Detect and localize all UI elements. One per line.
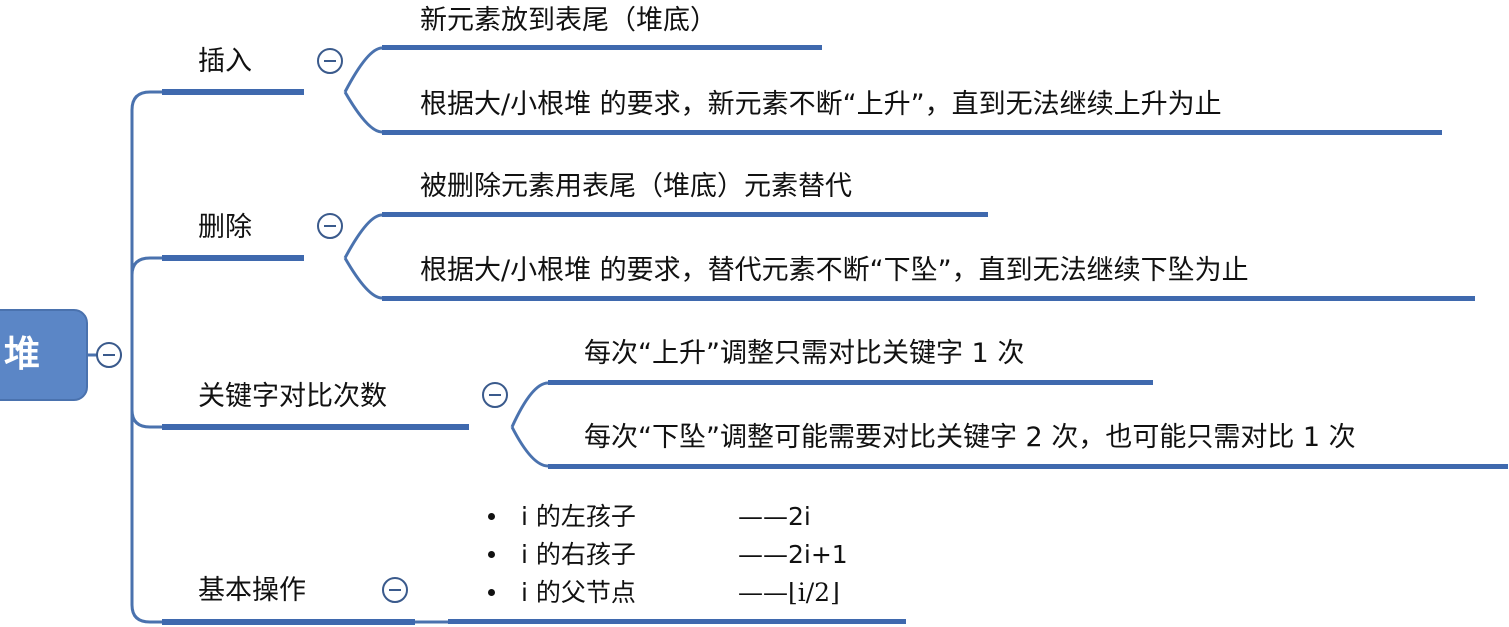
bullet-text: i 的左孩子 [521,502,636,531]
bullet-dot-icon [488,512,495,520]
bullet-formula: ——2i+1 [738,540,848,569]
branch-delete-collapse-minus-circle-icon[interactable] [317,213,343,239]
basic-ops-bullet-left-child: i 的左孩子 ——2i [488,502,811,532]
branch-basic-ops-collapse-minus-circle-icon[interactable] [382,577,408,603]
bullet-formula: ——2i [738,502,811,531]
compare-count-leaf-2: 每次“下坠”调整可能需要对比关键字 2 次，也可能只需对比 1 次 [584,422,1356,453]
delete-leaf-2: 根据大/小根堆 的要求，替代元素不断“下坠”，直到无法继续下坠为止 [420,255,1249,286]
root-node[interactable] [0,309,88,401]
branch-compare-count-label: 关键字对比次数 [198,381,387,412]
branch-delete-label: 删除 [198,212,252,243]
compare-count-leaf-1: 每次“上升”调整只需对比关键字 1 次 [584,338,1025,369]
root-label: 堆 [4,334,41,375]
root-collapse-minus-circle-icon[interactable] [96,342,122,368]
insert-leaf-1: 新元素放到表尾（堆底） [420,5,717,36]
basic-ops-bullet-parent: i 的父节点 ——⌊i/2⌋ [488,578,840,608]
basic-ops-bullet-right-child: i 的右孩子 ——2i+1 [488,540,848,570]
bullet-dot-icon [488,550,495,558]
branch-insert-collapse-minus-circle-icon[interactable] [317,48,343,74]
delete-leaf-1: 被删除元素用表尾（堆底）元素替代 [420,171,852,202]
branch-compare-count-collapse-minus-circle-icon[interactable] [482,382,508,408]
bullet-text: i 的右孩子 [521,540,636,569]
bullet-dot-icon [488,588,495,596]
insert-leaf-2: 根据大/小根堆 的要求，新元素不断“上升”，直到无法继续上升为止 [420,89,1222,120]
bullet-text: i 的父节点 [521,578,636,607]
bullet-formula: ——⌊i/2⌋ [738,578,840,607]
branch-basic-ops-label: 基本操作 [198,575,306,606]
branch-insert-label: 插入 [198,46,252,77]
